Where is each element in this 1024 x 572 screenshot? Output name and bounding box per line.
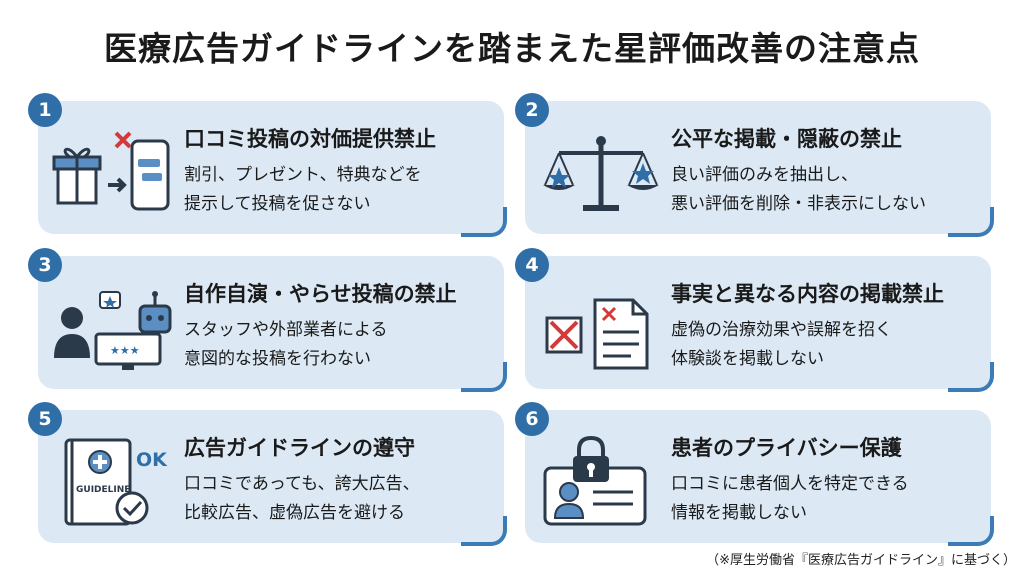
card-heading: 広告ガイドラインの遵守	[184, 436, 415, 460]
card-description-line: スタッフや外部業者による	[184, 320, 388, 340]
badge-4: 4	[515, 248, 549, 282]
footnote: （※厚生労働省『医療広告ガイドライン』に基づく）	[706, 553, 1016, 568]
card-corner-accent	[948, 516, 994, 546]
card-description-line: 体験談を掲載しない	[671, 349, 824, 369]
card-description-line: 意図的な投稿を行わない	[184, 349, 371, 369]
badge-6: 6	[515, 402, 549, 436]
card-description-line: 悪い評価を削除・非表示にしない	[671, 194, 926, 214]
card-5: GUIDELINE OK 広告ガイドラインの遵守 口コミであっても、誇大広告、 …	[38, 410, 507, 546]
card-description: 口コミであっても、誇大広告、 比較広告、虚偽広告を避ける	[184, 470, 420, 528]
card-description-line: 口コミであっても、誇大広告、	[184, 474, 420, 494]
card-heading: 患者のプライバシー保護	[671, 436, 902, 460]
page-title: 医療広告ガイドラインを踏まえた星評価改善の注意点	[104, 29, 920, 68]
badge-5: 5	[28, 402, 62, 436]
card-description-line: 虚偽の治療効果や誤解を招く	[671, 320, 892, 340]
badge-2: 2	[515, 93, 549, 127]
person-robot-review-icon: ★★★	[54, 291, 172, 370]
id-card-lock-icon	[543, 436, 647, 526]
card-heading: 自作自演・やらせ投稿の禁止	[184, 282, 457, 306]
card-corner-accent	[461, 207, 507, 237]
card-description: 良い評価のみを抽出し、 悪い評価を削除・非表示にしない	[671, 161, 926, 219]
card-description: 虚偽の治療効果や誤解を招く 体験談を掲載しない	[671, 316, 892, 374]
card-description-line: 比較広告、虚偽広告を避ける	[184, 503, 405, 523]
card-3: ★★★ 自作自演・やらせ投稿の禁止 スタッフや外部業者による 意図的な投稿を行わ…	[38, 256, 507, 392]
card-description-line: 口コミに患者個人を特定できる	[671, 474, 909, 494]
card-corner-accent	[948, 207, 994, 237]
card-description-line: 良い評価のみを抽出し、	[671, 165, 858, 185]
svg-text:★★★: ★★★	[110, 344, 140, 357]
ok-label: OK	[136, 449, 168, 471]
card-corner-accent	[461, 362, 507, 392]
card-heading: 事実と異なる内容の掲載禁止	[671, 282, 944, 306]
card-description-line: 提示して投稿を促さない	[184, 194, 371, 214]
card-description-line: 割引、プレゼント、特典などを	[184, 165, 422, 185]
card-4: 事実と異なる内容の掲載禁止 虚偽の治療効果や誤解を招く 体験談を掲載しない	[525, 256, 994, 392]
card-description-line: 情報を掲載しない	[671, 503, 807, 523]
card-description: 割引、プレゼント、特典などを 提示して投稿を促さない	[184, 161, 422, 219]
balance-scale-icon	[543, 136, 659, 211]
card-corner-accent	[948, 362, 994, 392]
card-heading: 公平な掲載・隠蔽の禁止	[671, 127, 902, 151]
gift-to-phone-prohibited-icon	[52, 131, 170, 211]
card-heading: 口コミ投稿の対価提供禁止	[184, 127, 436, 151]
badge-1: 1	[28, 93, 62, 127]
guideline-book-icon: GUIDELINE OK	[64, 438, 168, 526]
book-label: GUIDELINE	[76, 485, 130, 495]
false-document-icon	[545, 298, 649, 370]
card-description: スタッフや外部業者による 意図的な投稿を行わない	[184, 316, 388, 374]
card-6: 患者のプライバシー保護 口コミに患者個人を特定できる 情報を掲載しない	[525, 410, 994, 546]
badge-3: 3	[28, 248, 62, 282]
card-description: 口コミに患者個人を特定できる 情報を掲載しない	[671, 470, 909, 528]
card-1: 口コミ投稿の対価提供禁止 割引、プレゼント、特典などを 提示して投稿を促さない	[38, 101, 507, 237]
card-corner-accent	[461, 516, 507, 546]
card-2: 公平な掲載・隠蔽の禁止 良い評価のみを抽出し、 悪い評価を削除・非表示にしない	[525, 101, 994, 237]
